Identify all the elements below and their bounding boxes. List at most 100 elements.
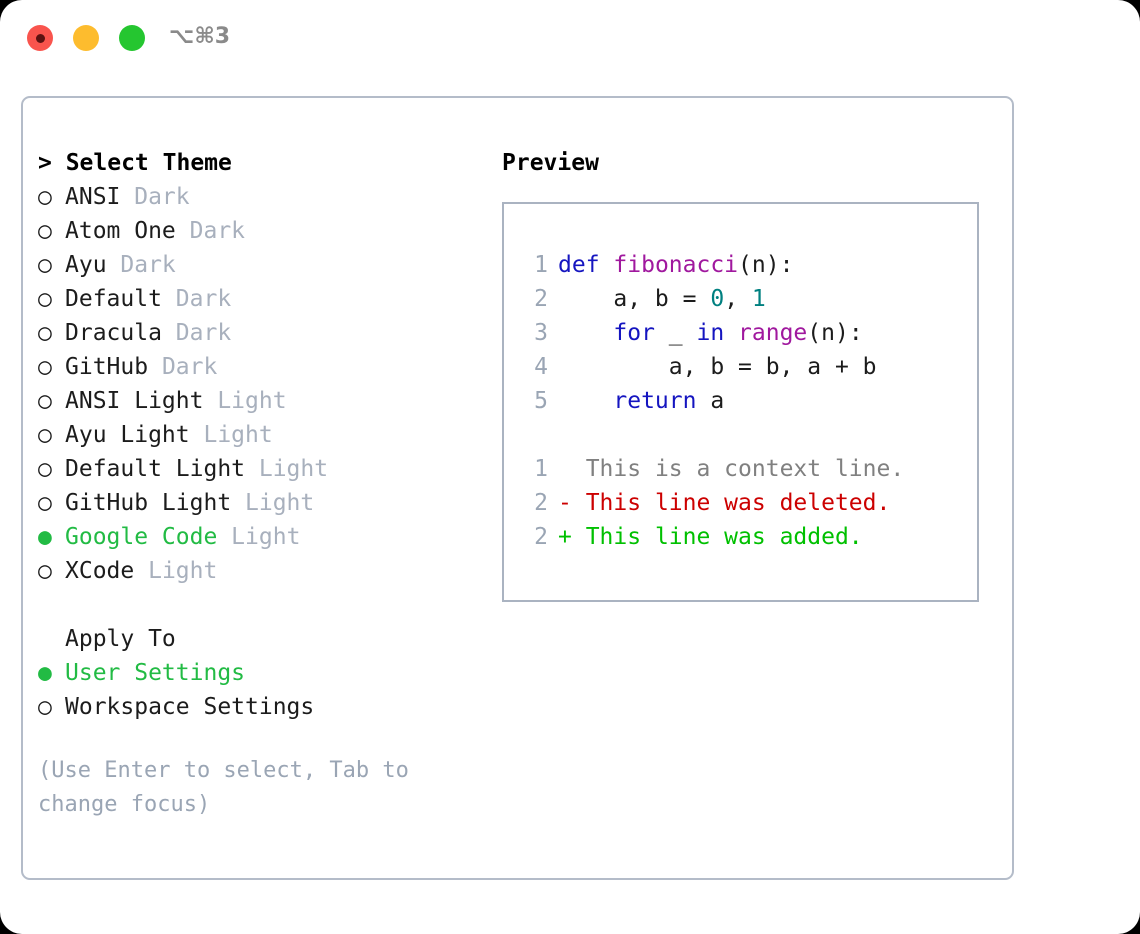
- maximize-button-icon[interactable]: [119, 25, 145, 51]
- diff-sample: 1 This is a context line.2- This line wa…: [524, 452, 977, 554]
- theme-option-row[interactable]: ○ Dracula Dark: [38, 316, 478, 350]
- theme-option-row[interactable]: ○ Atom One Dark: [38, 214, 478, 248]
- code-token: a: [696, 388, 725, 414]
- theme-option-list: ○ANSI Dark○Atom One Dark○Ayu Dark○Defaul…: [38, 180, 478, 588]
- theme-option-label: Ayu Light: [65, 422, 190, 448]
- theme-option-row[interactable]: ● Google Code Light: [38, 520, 478, 554]
- radio-selected-icon[interactable]: ●: [38, 660, 52, 686]
- radio-unselected-icon[interactable]: ○: [38, 218, 52, 244]
- code-token: [558, 320, 613, 346]
- theme-option-row[interactable]: ○ Ayu Light Light: [38, 418, 478, 452]
- theme-option-label: Dracula: [65, 320, 162, 346]
- diff-line: 1 This is a context line.: [524, 452, 977, 486]
- code-token: [724, 320, 738, 346]
- theme-option-category: Light: [217, 524, 301, 550]
- code-token: [600, 252, 614, 278]
- code-token: return: [613, 388, 697, 414]
- theme-option-row[interactable]: ○GitHub Dark: [38, 350, 478, 384]
- theme-option-category: Light: [189, 422, 273, 448]
- code-token: in: [696, 320, 725, 346]
- code-token: (n):: [738, 252, 794, 278]
- minimize-button-icon[interactable]: [73, 25, 99, 51]
- theme-option-label: Default: [65, 286, 162, 312]
- apply-to-heading-label: Apply To: [65, 626, 176, 652]
- theme-option-label: Atom One: [65, 218, 176, 244]
- line-number: 2: [534, 524, 548, 550]
- theme-option-category: Dark: [161, 320, 232, 346]
- radio-unselected-icon[interactable]: ○: [38, 184, 52, 210]
- close-button-icon[interactable]: [27, 25, 53, 51]
- theme-option-category: Light: [203, 388, 287, 414]
- close-dot-icon: [35, 33, 45, 43]
- diff-line: 2+ This line was added.: [524, 520, 977, 554]
- diff-line: 2- This line was deleted.: [524, 486, 977, 520]
- select-theme-heading: > Select Theme: [38, 150, 232, 176]
- theme-option-row[interactable]: ○ ANSI Light Light: [38, 384, 478, 418]
- theme-option-row[interactable]: ○Default Dark: [38, 282, 478, 316]
- theme-option-category: Dark: [175, 218, 246, 244]
- code-token: a, b =: [558, 286, 711, 312]
- radio-unselected-icon[interactable]: ○: [38, 456, 52, 482]
- code-diff-spacer: [524, 418, 977, 452]
- theme-option-label: Default Light: [65, 456, 246, 482]
- theme-list-panel: > Select Theme ○ANSI Dark○Atom One Dark○…: [38, 146, 478, 822]
- theme-option-label: ANSI: [65, 184, 121, 210]
- theme-option-label: XCode: [65, 558, 135, 584]
- theme-option-row[interactable]: ○Ayu Dark: [38, 248, 478, 282]
- apply-to-option-list: ● User Settings ○ Workspace Settings: [38, 656, 478, 724]
- code-token: a, b = b, a + b: [558, 354, 877, 380]
- radio-unselected-icon[interactable]: ○: [38, 490, 52, 516]
- theme-option-row[interactable]: ○GitHub Light Light: [38, 486, 478, 520]
- line-number: 2: [534, 286, 548, 312]
- theme-picker-dialog: > Select Theme ○ANSI Dark○Atom One Dark○…: [21, 96, 1014, 880]
- radio-unselected-icon[interactable]: ○: [38, 558, 52, 584]
- line-number: 3: [534, 320, 548, 346]
- apply-to-option-row[interactable]: ● User Settings: [38, 656, 478, 690]
- code-line: 4 a, b = b, a + b: [524, 350, 977, 384]
- code-token: for: [613, 320, 655, 346]
- code-token: [558, 388, 613, 414]
- radio-unselected-icon[interactable]: ○: [38, 320, 52, 346]
- code-token: range: [738, 320, 808, 346]
- line-number: 4: [534, 354, 548, 380]
- diff-sign: +: [558, 524, 572, 550]
- title-bar: ⌥⌘3: [0, 0, 1140, 78]
- theme-option-row[interactable]: ○ Default Light Light: [38, 452, 478, 486]
- radio-unselected-icon[interactable]: ○: [38, 354, 52, 380]
- radio-selected-icon[interactable]: ●: [38, 524, 52, 550]
- theme-option-row[interactable]: ○ ANSI Dark: [38, 180, 478, 214]
- code-token: (n):: [807, 320, 863, 346]
- radio-unselected-icon[interactable]: ○: [38, 286, 52, 312]
- radio-unselected-icon[interactable]: ○: [38, 388, 52, 414]
- theme-option-category: Light: [231, 490, 315, 516]
- radio-unselected-icon[interactable]: ○: [38, 252, 52, 278]
- apply-to-option-row[interactable]: ○ Workspace Settings: [38, 690, 478, 724]
- theme-option-label: Google Code: [65, 524, 218, 550]
- radio-unselected-icon[interactable]: ○: [38, 694, 52, 720]
- theme-option-category: Light: [134, 558, 218, 584]
- theme-option-label: ANSI Light: [65, 388, 204, 414]
- code-line: 5 return a: [524, 384, 977, 418]
- diff-text: This is a context line.: [571, 456, 905, 482]
- section-spacer: [38, 588, 478, 622]
- line-number: 5: [534, 388, 548, 414]
- code-line: 2 a, b = 0, 1: [524, 282, 977, 316]
- diff-sign: [558, 456, 572, 482]
- diff-sign: -: [558, 490, 572, 516]
- apply-to-option-label: User Settings: [65, 660, 246, 686]
- keyboard-hint-text: (Use Enter to select, Tab to change focu…: [38, 758, 409, 817]
- code-line: 3 for _ in range(n):: [524, 316, 977, 350]
- code-token: fibonacci: [613, 252, 739, 278]
- diff-text: This line was deleted.: [571, 490, 891, 516]
- apply-to-option-label: Workspace Settings: [65, 694, 315, 720]
- code-token: def: [558, 252, 600, 278]
- theme-option-category: Dark: [106, 252, 176, 278]
- theme-option-row[interactable]: ○ XCode Light: [38, 554, 478, 588]
- radio-unselected-icon[interactable]: ○: [38, 422, 52, 448]
- theme-option-category: Dark: [120, 184, 190, 210]
- theme-option-category: Light: [245, 456, 329, 482]
